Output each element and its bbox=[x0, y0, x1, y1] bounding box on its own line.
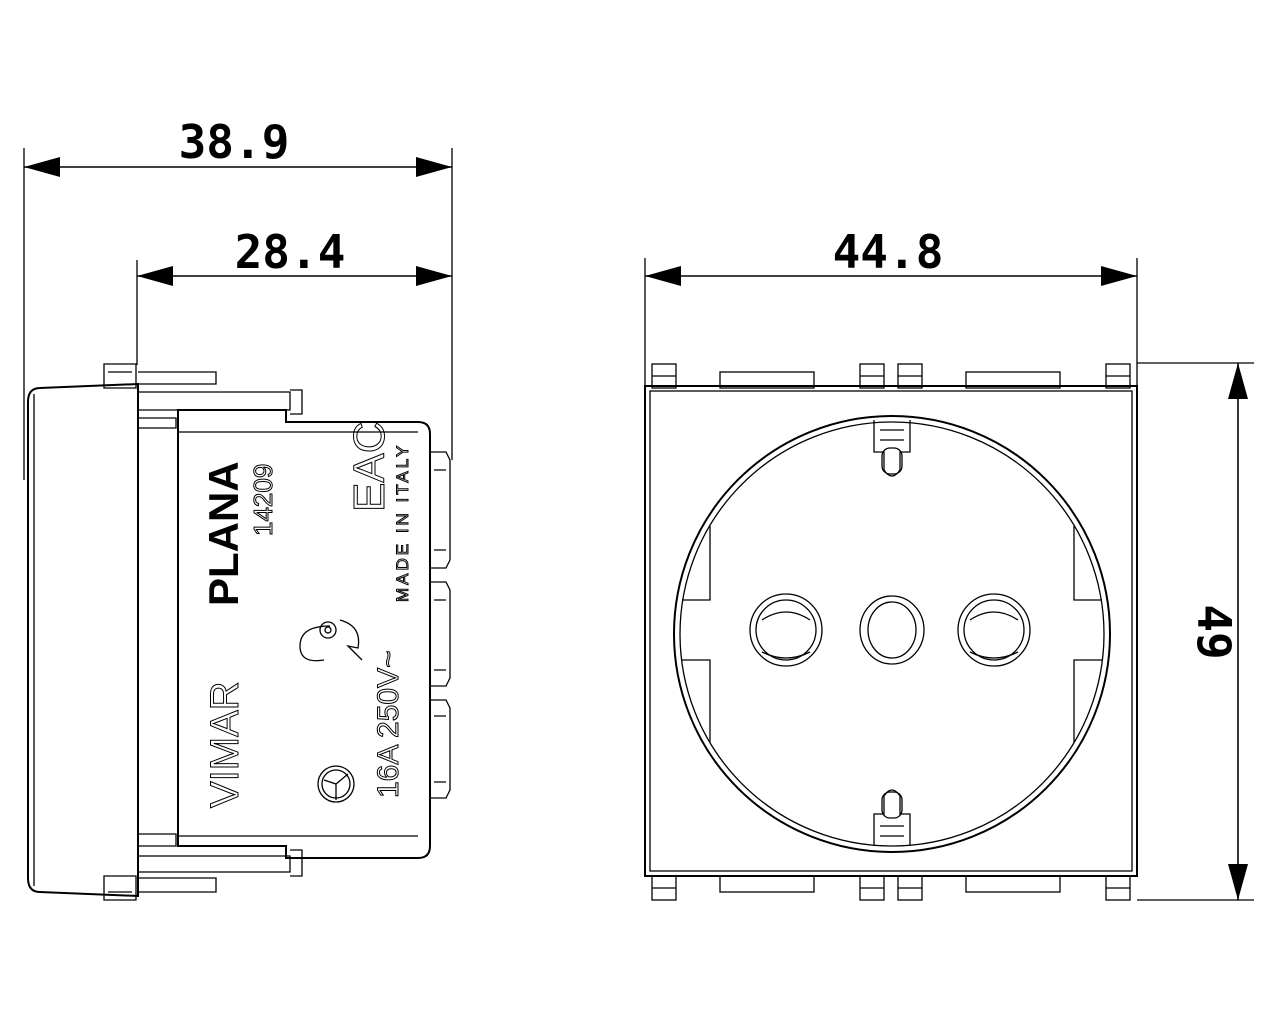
dimension-label-body-depth: 28.4 bbox=[235, 225, 346, 279]
side-view: 38.9 28.4 bbox=[23, 115, 453, 901]
dimension-body-depth: 28.4 bbox=[137, 225, 452, 286]
dimension-front-height: 49 bbox=[1187, 363, 1248, 900]
earth-contact-bottom-icon bbox=[873, 789, 911, 846]
bottom-clip bbox=[103, 833, 303, 901]
side-body bbox=[177, 409, 431, 859]
side-guides bbox=[682, 526, 1102, 742]
terminal-blocks bbox=[430, 451, 451, 799]
earth-symbol-icon bbox=[317, 765, 355, 803]
dimension-label-front-height: 49 bbox=[1187, 604, 1241, 659]
pin-hole-center bbox=[859, 595, 925, 665]
label-series: PLANA bbox=[200, 461, 247, 606]
label-series-group: PLANA bbox=[200, 461, 247, 606]
label-origin-group: MADE IN ITALY bbox=[393, 442, 413, 602]
pin-hole-right bbox=[957, 593, 1031, 667]
front-faceplate bbox=[644, 385, 1138, 877]
label-code-group: 14209 bbox=[248, 463, 279, 536]
side-front-plate bbox=[27, 382, 139, 898]
label-brand: VIMAR bbox=[203, 681, 247, 808]
top-clip bbox=[103, 363, 303, 429]
socket-recess bbox=[673, 415, 1111, 853]
dimension-total-depth: 38.9 bbox=[24, 115, 452, 177]
label-certification: EAC bbox=[345, 422, 394, 512]
front-bottom-clips bbox=[651, 875, 1131, 901]
label-eac-group: EAC bbox=[345, 421, 395, 512]
label-brand-group: VIMAR bbox=[203, 681, 248, 809]
front-top-clips bbox=[651, 363, 1131, 389]
label-origin: MADE IN ITALY bbox=[393, 443, 412, 602]
imq-mark-icon bbox=[299, 619, 363, 662]
dimension-front-width: 44.8 bbox=[645, 225, 1137, 286]
label-code: 14209 bbox=[248, 464, 278, 536]
dimension-label-front-width: 44.8 bbox=[833, 225, 944, 279]
label-rating-group: 16A 250V~ bbox=[372, 650, 406, 799]
pin-hole-left bbox=[749, 593, 823, 667]
label-rating: 16A 250V~ bbox=[372, 650, 405, 798]
dimension-label-total-depth: 38.9 bbox=[179, 115, 290, 169]
front-view: 44.8 49 bbox=[644, 225, 1254, 901]
earth-contact-top-icon bbox=[873, 420, 911, 477]
